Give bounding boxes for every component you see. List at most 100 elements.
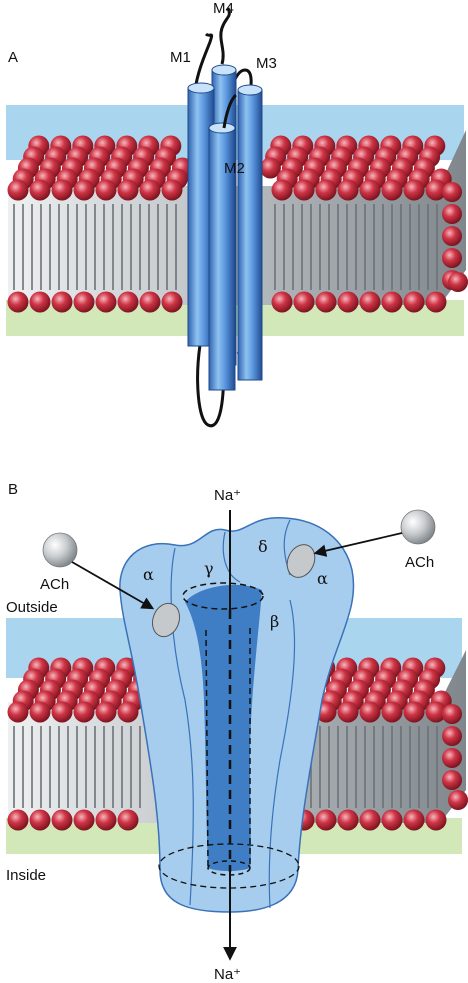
- ach-right-label: ACh: [405, 554, 434, 571]
- transmembrane-helices: M1 M2 M3 M4: [170, 0, 277, 428]
- lipid-head: [425, 179, 447, 201]
- lipid-head: [442, 704, 462, 724]
- lipid-head: [117, 179, 139, 201]
- ach-molecule-right: [400, 509, 436, 545]
- lipid-head: [7, 179, 29, 201]
- lipid-head: [271, 291, 293, 313]
- subunit-boundary: [268, 599, 296, 909]
- subunit-alpha-right-label: α: [317, 569, 328, 588]
- helix-m4-top: [211, 64, 237, 76]
- helix-m2-label: M2: [224, 160, 245, 177]
- lipid-head: [442, 182, 462, 202]
- helix-m2: [208, 127, 236, 391]
- lipid-head: [315, 291, 337, 313]
- lipid-head: [337, 809, 359, 831]
- subunit-gamma-label: γ: [204, 559, 214, 578]
- helix-m3-top: [237, 84, 263, 96]
- receptor-channel: α γ δ α β: [119, 517, 355, 913]
- lipid-head: [381, 809, 403, 831]
- lipid-head: [359, 809, 381, 831]
- lipid-head: [442, 226, 462, 246]
- lipid-head: [95, 179, 117, 201]
- lipid-head: [359, 291, 381, 313]
- panel-b-label: B: [8, 481, 18, 498]
- ach-binding-site-left: [151, 602, 181, 638]
- panel-a-label: A: [8, 49, 18, 66]
- lipid-head: [315, 179, 337, 201]
- lipid-head: [51, 701, 73, 723]
- subunit-boundary: [170, 547, 194, 906]
- lipid-head: [117, 809, 139, 831]
- lipid-head: [442, 726, 462, 746]
- ach-left-label: ACh: [40, 576, 69, 593]
- lipid-head: [337, 291, 359, 313]
- lipid-head: [381, 701, 403, 723]
- lipid-head: [29, 179, 51, 201]
- lipid-head: [403, 179, 425, 201]
- lipid-head: [381, 179, 403, 201]
- lipid-tails: [13, 726, 438, 808]
- lipid-head: [73, 291, 95, 313]
- lipid-head: [271, 179, 293, 201]
- lipid-head: [425, 701, 447, 723]
- lipid-head: [51, 809, 73, 831]
- lipid-head: [29, 291, 51, 313]
- lipid-head: [161, 179, 183, 201]
- ach-binding-arrow-left: [71, 561, 155, 610]
- channel-pore: [185, 584, 262, 871]
- lipid-head: [337, 179, 359, 201]
- lipid-head: [139, 291, 161, 313]
- helix-m1-top: [187, 82, 215, 94]
- lipid-head: [359, 701, 381, 723]
- lipid-head: [139, 179, 161, 201]
- helix-m3-label: M3: [256, 55, 277, 72]
- ach-binding-site-right: [286, 544, 316, 578]
- lipid-head: [95, 701, 117, 723]
- lipid-head: [293, 291, 315, 313]
- membrane-a: [6, 105, 468, 336]
- lipid-head: [73, 179, 95, 201]
- lipid-head: [381, 291, 403, 313]
- lipid-head: [95, 809, 117, 831]
- lipid-head: [51, 179, 73, 201]
- lipid-head: [425, 809, 447, 831]
- lipid-head: [403, 291, 425, 313]
- lipid-head: [161, 291, 183, 313]
- helix-m1-label: M1: [170, 49, 191, 66]
- subunit-alpha-left-label: α: [143, 565, 154, 584]
- panel-a: A M1 M2 M: [6, 0, 468, 428]
- helix-m4-label: M4: [213, 0, 234, 17]
- lipid-head: [51, 291, 73, 313]
- outside-label: Outside: [6, 599, 58, 616]
- lipid-head: [95, 291, 117, 313]
- pore-bottom-rim: [207, 860, 251, 876]
- lipid-head: [29, 809, 51, 831]
- ach-molecule-left: [42, 532, 78, 568]
- lipid-head: [448, 790, 468, 810]
- lipid-head: [7, 809, 29, 831]
- lipid-head: [403, 701, 425, 723]
- lipid-head: [337, 701, 359, 723]
- lipid-head: [7, 291, 29, 313]
- m1-tail: [193, 32, 214, 91]
- lipid-head: [117, 701, 139, 723]
- lipid-head: [73, 809, 95, 831]
- panel-b: B α γ δ: [6, 481, 468, 983]
- lipid-head: [73, 701, 95, 723]
- ach-binding-arrow-right: [313, 532, 403, 557]
- pore-top-rim: [182, 582, 264, 610]
- lipid-head: [442, 748, 462, 768]
- m2-top-loop: [222, 93, 238, 129]
- na-ion-bottom-label: Na⁺: [214, 966, 241, 983]
- lipid-head: [293, 179, 315, 201]
- na-ion-top-label: Na⁺: [214, 487, 241, 504]
- lipid-heads: [7, 135, 468, 313]
- subunit-delta-label: δ: [258, 537, 268, 556]
- inside-label: Inside: [6, 867, 46, 884]
- subunit-boundary: [222, 531, 241, 583]
- lipid-head: [442, 204, 462, 224]
- helix-m3: [237, 89, 263, 381]
- lipid-head: [442, 248, 462, 268]
- lipid-head: [425, 291, 447, 313]
